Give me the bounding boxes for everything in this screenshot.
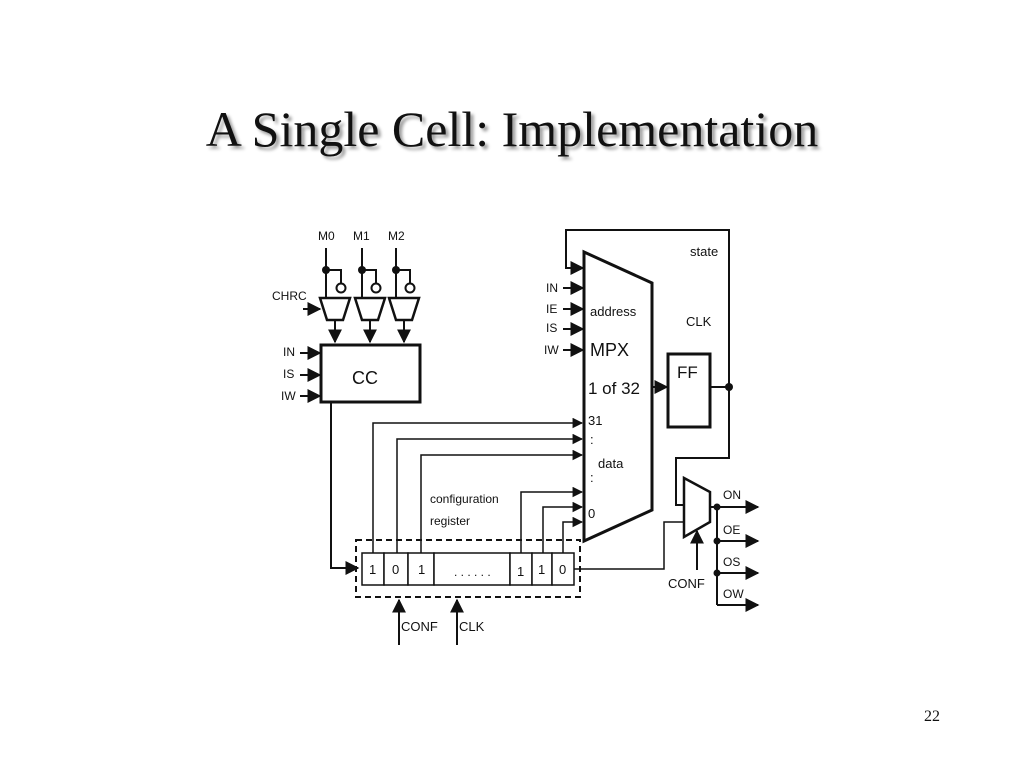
mpx-address-input-iw: IW: [544, 343, 559, 357]
ff-block: CLK FF: [652, 314, 733, 506]
mpx-ratio-label: 1 of 32: [588, 379, 640, 398]
ff-label: FF: [677, 363, 698, 382]
m1-mux: [353, 296, 387, 322]
slide-title: A Single Cell: Implementation: [205, 101, 819, 157]
output-label-on: ON: [723, 488, 741, 502]
register-to-mpx-data-wire: [372, 417, 584, 553]
mpx-data-index-0: 0: [588, 506, 595, 521]
config-bit-ellipsis: . . . . . .: [454, 565, 491, 579]
config-bit-value: 1: [517, 564, 524, 579]
m2-inverter-bubble: [404, 282, 416, 294]
mode-input-label-m2: M2: [388, 229, 405, 243]
register-to-output-mux-wire: [574, 521, 683, 570]
mpx-address-input-is: IS: [546, 321, 557, 335]
config-bit-value: 0: [392, 562, 399, 577]
mpx-block: address MPX 1 of 32 31 : data : 0 IN IE …: [544, 229, 730, 544]
cc-box: [319, 343, 422, 404]
mpx-dots-upper: :: [590, 432, 594, 447]
config-bit-value: 1: [538, 562, 545, 577]
cc-input-label-in: IN: [283, 345, 295, 359]
register-to-mpx-data-wire: [396, 433, 584, 553]
output-mux-block: CONF ON OE OS OW: [668, 475, 760, 612]
config-clk-label: CLK: [459, 619, 485, 634]
state-label: state: [690, 244, 718, 259]
ff-box: [666, 352, 712, 429]
mpx-address-label: address: [590, 304, 637, 319]
mpx-data-index-31: 31: [588, 413, 602, 428]
m2-branch-wire: [396, 269, 411, 283]
configuration-register: configuration register 1 0 1 . . . . . .…: [355, 417, 683, 645]
ff-clk-label: CLK: [686, 314, 712, 329]
config-register-label-line2: register: [430, 514, 470, 528]
mode-input-label-m0: M0: [318, 229, 335, 243]
m2-mux: [387, 296, 421, 322]
m1-branch-wire: [362, 269, 377, 283]
register-to-mpx-data-wire: [420, 449, 584, 553]
cc-block: CC IN IS IW: [281, 343, 422, 575]
register-to-mpx-data-wire: [542, 501, 584, 553]
config-bit-cell: [407, 552, 435, 586]
config-register-label-line1: configuration: [430, 492, 499, 506]
page-number: 22: [924, 708, 940, 725]
mode-input-muxes: M0 M1 M2 CHRC: [272, 229, 421, 344]
mpx-name-label: MPX: [590, 340, 629, 360]
output-conf-label: CONF: [668, 576, 705, 591]
chrc-label: CHRC: [272, 289, 307, 303]
config-bit-value: 1: [369, 562, 376, 577]
output-label-oe: OE: [723, 523, 740, 537]
ff-to-output-mux-wire: [675, 387, 730, 506]
register-to-mpx-data-wire: [562, 516, 584, 553]
mpx-data-label: data: [598, 456, 624, 471]
m0-inverter-bubble: [335, 282, 347, 294]
config-bit-value: 0: [559, 562, 566, 577]
mpx-dots-lower: :: [590, 470, 594, 485]
m0-branch-wire: [326, 269, 342, 283]
config-conf-label: CONF: [401, 619, 438, 634]
mpx-address-input-in: IN: [546, 281, 558, 295]
cc-input-label-iw: IW: [281, 389, 296, 403]
mpx-address-input-ie: IE: [546, 302, 557, 316]
config-bit-value: 1: [418, 562, 425, 577]
state-feedback-wire: [565, 229, 730, 387]
cc-input-label-is: IS: [283, 367, 294, 381]
output-mux: [682, 475, 712, 540]
m0-mux: [318, 296, 352, 322]
m1-inverter-bubble: [370, 282, 382, 294]
cc-to-register-wire: [330, 402, 360, 575]
mpx-trapezoid: [582, 249, 654, 544]
config-bit-cell: [383, 552, 409, 586]
output-label-ow: OW: [723, 587, 744, 601]
cc-label: CC: [352, 368, 378, 388]
mode-input-label-m1: M1: [353, 229, 370, 243]
register-to-mpx-data-wire: [520, 486, 584, 553]
output-label-os: OS: [723, 555, 740, 569]
